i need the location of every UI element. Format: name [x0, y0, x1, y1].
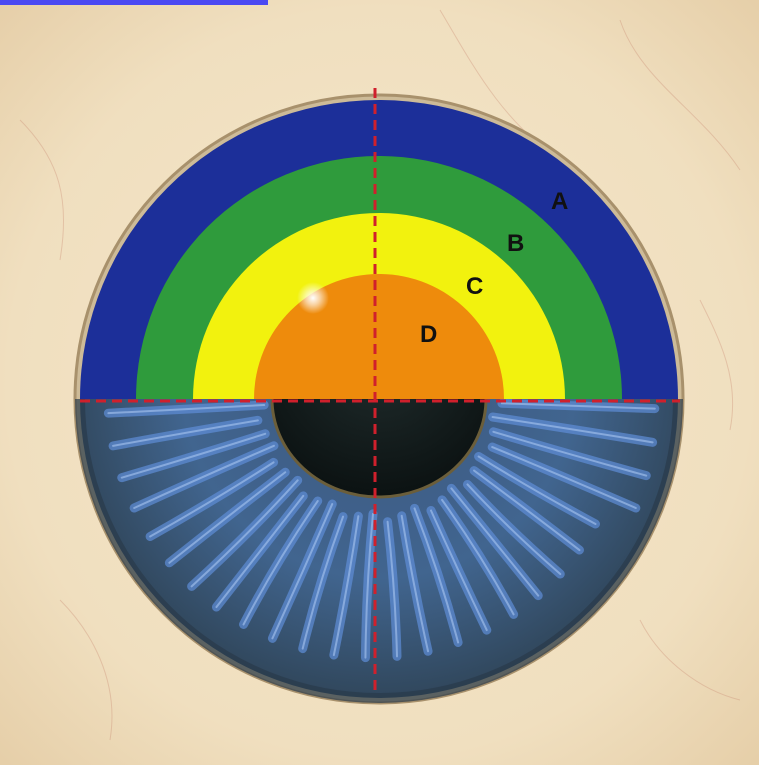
top-bar — [0, 0, 268, 5]
zone-label-c: C — [466, 273, 483, 300]
zone-label-b: B — [507, 230, 524, 257]
light-reflection — [297, 282, 329, 314]
zone-label-a: A — [551, 188, 568, 215]
zone-label-d: D — [420, 321, 437, 348]
